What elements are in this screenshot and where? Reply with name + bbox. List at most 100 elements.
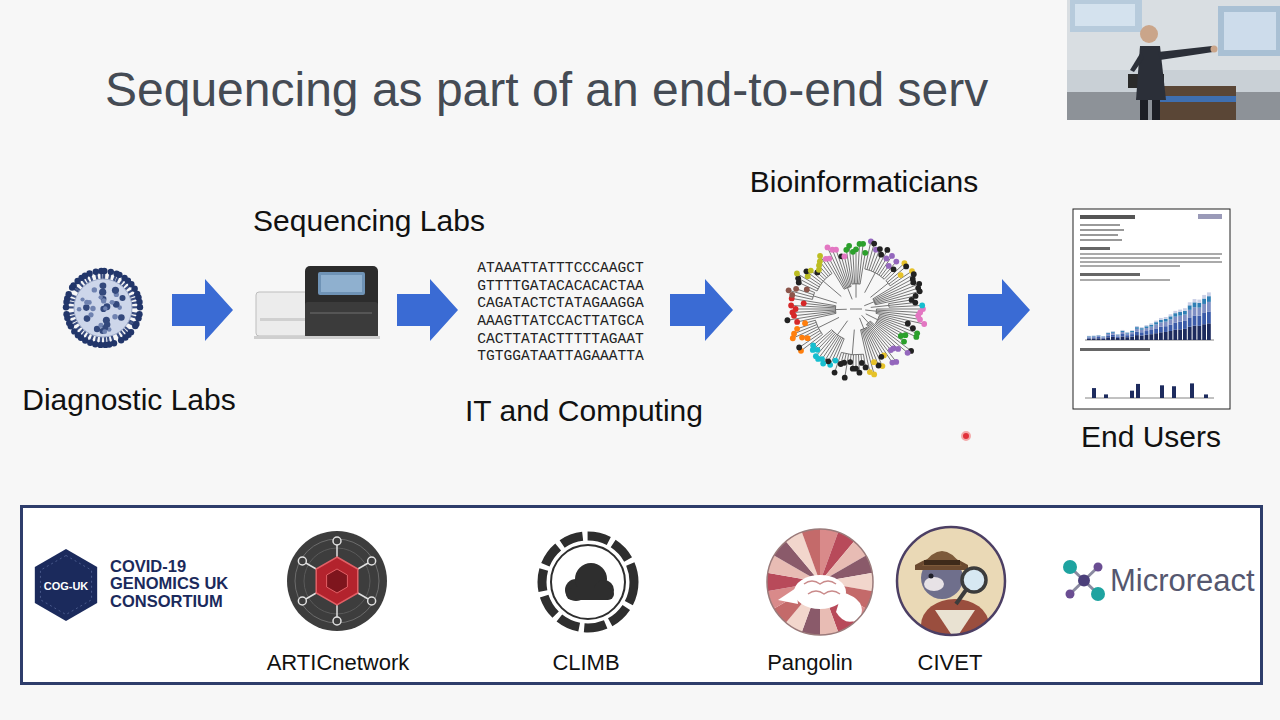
virus-dot — [112, 287, 119, 294]
block-arrow — [670, 279, 733, 341]
tree-branch — [866, 314, 878, 320]
tree-tip — [813, 353, 819, 359]
report-illustration — [1073, 209, 1230, 409]
virus-dot — [110, 300, 115, 305]
tree-branch — [865, 273, 876, 293]
tree-tip — [786, 287, 792, 293]
report-bar — [1104, 394, 1108, 398]
tree-tip — [846, 243, 852, 249]
tree-branch — [864, 329, 879, 366]
report-bar — [1145, 328, 1149, 331]
tree-tip — [838, 361, 844, 367]
report-bar — [1106, 332, 1110, 334]
diagnostic-stage: Diagnostic Labs — [34, 160, 172, 460]
virus-dot — [104, 303, 111, 310]
civet-logo — [922, 551, 962, 566]
tree-branch — [889, 303, 915, 306]
virus-illustration — [63, 268, 143, 348]
report-bar — [1188, 317, 1192, 326]
tree-branch — [845, 354, 849, 377]
report-bar — [1092, 337, 1096, 338]
virus-spike-tip — [93, 269, 99, 275]
report-bar — [1169, 331, 1173, 340]
sequencing-stage: Sequencing Labs — [233, 160, 397, 460]
tree-tip — [886, 263, 892, 269]
report-bar — [1092, 338, 1096, 340]
artic-node — [333, 617, 341, 625]
speaker-video — [1140, 25, 1158, 43]
report-bar — [1101, 339, 1105, 340]
tree-tip — [859, 360, 865, 366]
report-bar — [1197, 308, 1201, 316]
report-bar — [1188, 310, 1192, 318]
virus-dot — [103, 306, 107, 310]
report-bar — [1154, 321, 1158, 323]
artic-ring — [304, 548, 370, 614]
report-bar — [1145, 335, 1149, 340]
civet-logo — [896, 526, 1006, 651]
virus-spike-tip — [65, 291, 71, 297]
report-bar — [1097, 337, 1101, 338]
report-illustration — [1080, 265, 1180, 267]
tree-tip — [905, 350, 911, 356]
tree-tip — [893, 259, 899, 265]
report-bar — [1125, 332, 1129, 334]
sequencer-illustration — [254, 266, 380, 339]
tree-branch — [813, 331, 833, 350]
block-arrow — [397, 279, 458, 341]
report-bar — [1188, 302, 1192, 305]
tree-tip — [910, 325, 916, 331]
virus-dot — [92, 287, 97, 292]
pangolin-body — [794, 575, 846, 609]
tree-tip — [917, 317, 923, 323]
report-bar — [1172, 386, 1176, 398]
tree-branch — [823, 281, 841, 296]
report-bar — [1193, 299, 1197, 302]
report-bar — [1101, 336, 1105, 337]
tree-tip — [802, 320, 808, 326]
tree-tip — [912, 300, 918, 306]
report-illustration — [1080, 229, 1124, 231]
civet-logo — [962, 568, 986, 592]
civet-logo — [929, 574, 934, 579]
report-bar — [1101, 335, 1105, 336]
microreact-icon — [1091, 587, 1105, 601]
tree-branch — [860, 253, 865, 284]
report-bar — [1121, 332, 1125, 334]
tree-tip — [810, 343, 816, 349]
tree-tip — [877, 246, 883, 252]
report-bar — [1183, 315, 1187, 321]
cog-uk-hexagon-ring — [40, 555, 91, 614]
report-bar — [1092, 336, 1096, 338]
tree-branch — [813, 330, 831, 346]
report-bar — [1154, 328, 1158, 333]
report-bar — [1190, 383, 1194, 398]
pangolin-head — [778, 588, 798, 604]
tree-tip — [889, 360, 895, 366]
report-bar — [1116, 334, 1120, 336]
tree-branch — [799, 333, 821, 348]
tree-tip — [833, 358, 839, 364]
report-bar — [1173, 317, 1177, 323]
report-illustration — [1080, 261, 1222, 263]
tree-tip — [805, 273, 811, 279]
report-bar — [1111, 337, 1115, 340]
tree-branch — [868, 323, 891, 350]
report-bar — [1164, 319, 1168, 322]
speaker-video — [1152, 100, 1160, 120]
report-bar — [1135, 327, 1139, 329]
report-bar — [1121, 336, 1125, 340]
virus-dot — [112, 314, 117, 319]
virus-spike-tip — [136, 299, 142, 305]
virus-dot — [118, 314, 125, 321]
tree-tip — [910, 280, 916, 286]
report-bar — [1159, 320, 1163, 323]
report-bar — [1183, 311, 1187, 315]
tree-tip — [833, 247, 839, 253]
stage-label: End Users — [1081, 420, 1221, 455]
report-bar — [1149, 325, 1153, 327]
block-arrow — [172, 279, 233, 341]
tree-tip — [832, 370, 838, 376]
computing-stage: ATAAATTATTTCCCAAGCT GTTTTGATACACACACTAA … — [458, 160, 670, 460]
